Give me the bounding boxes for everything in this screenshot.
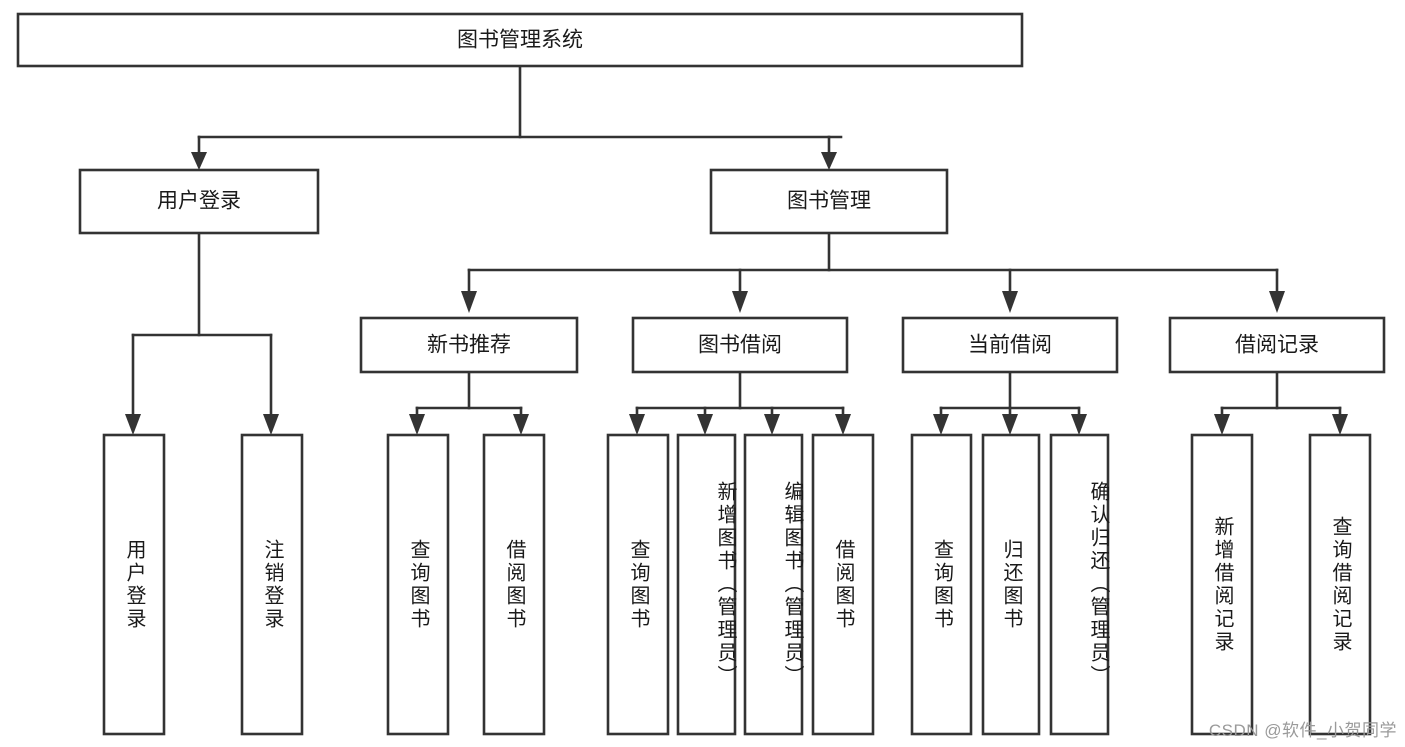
leaf-box-bb-edit-book[interactable] xyxy=(743,433,804,736)
leaf-box-user-login[interactable] xyxy=(102,433,166,736)
node-new-book-recommend-box[interactable] xyxy=(359,316,579,374)
node-book-borrow-label: 图书借阅 xyxy=(698,334,782,357)
arrow-head-bb-add xyxy=(697,414,713,435)
node-new-book-recommend[interactable]: 新书推荐 xyxy=(359,316,579,374)
node-current-borrow[interactable]: 当前借阅 xyxy=(901,316,1119,374)
arrow-head-book-borrow xyxy=(732,291,748,313)
arrow-head-cb-query xyxy=(933,414,949,435)
arrow-head-book-mgmt xyxy=(821,152,837,170)
node-new-book-recommend-label: 新书推荐 xyxy=(427,334,511,357)
leaf-box-cb-confirm-return[interactable] xyxy=(1049,433,1110,736)
connector-group-current-borrow xyxy=(933,370,1087,435)
leaf-box-nbr-query-book[interactable] xyxy=(386,433,450,736)
arrow-head-bb-edit xyxy=(764,414,780,435)
arrow-head-leaf-user-login xyxy=(125,414,141,435)
leaf-box-bb-add-book[interactable] xyxy=(676,433,737,736)
arrow-head-nbr-borrow xyxy=(513,414,529,435)
connector-group-book-mgmt xyxy=(461,231,1285,313)
connector-group-user-login xyxy=(125,231,279,435)
node-user-login-box[interactable] xyxy=(78,168,320,235)
arrow-head-br-add xyxy=(1214,414,1230,435)
arrow-head-bb-borrow xyxy=(835,414,851,435)
leaf-box-cb-return-book[interactable] xyxy=(981,433,1041,736)
node-root[interactable]: 图书管理系统 xyxy=(16,12,1024,68)
node-book-borrow-box[interactable] xyxy=(631,316,849,374)
leaf-box-br-add-record[interactable] xyxy=(1190,433,1254,736)
leaf-box-logout[interactable] xyxy=(240,433,304,736)
node-user-login[interactable]: 用户登录 xyxy=(78,168,320,235)
node-book-management-box[interactable] xyxy=(709,168,949,235)
connector-group-new-book-rec xyxy=(409,370,529,435)
node-book-borrow[interactable]: 图书借阅 xyxy=(631,316,849,374)
node-root-box[interactable] xyxy=(16,12,1024,68)
leaf-box-nbr-borrow-book[interactable] xyxy=(482,433,546,736)
leaf-box-br-query-record[interactable] xyxy=(1308,433,1372,736)
node-current-borrow-box[interactable] xyxy=(901,316,1119,374)
connector-group-borrow-record xyxy=(1214,370,1348,435)
csdn-watermark: CSDN @软件_小贺同学 xyxy=(1208,721,1397,740)
arrow-head-cb-confirm xyxy=(1071,414,1087,435)
leaf-box-cb-query-book[interactable] xyxy=(910,433,973,736)
leaf-box-bb-query-book[interactable] xyxy=(606,433,670,736)
node-root-label: 图书管理系统 xyxy=(457,29,583,52)
arrow-head-cb-return xyxy=(1002,414,1018,435)
arrow-head-nbr-query xyxy=(409,414,425,435)
arrow-head-current-borrow xyxy=(1002,291,1018,313)
connector-group-book-borrow xyxy=(629,370,851,435)
arrow-head-br-query xyxy=(1332,414,1348,435)
arrow-head-bb-query xyxy=(629,414,645,435)
connector-group-root xyxy=(191,64,843,170)
node-borrow-record-label: 借阅记录 xyxy=(1235,334,1319,357)
node-current-borrow-label: 当前借阅 xyxy=(968,334,1052,357)
node-book-management-label: 图书管理 xyxy=(787,190,871,213)
node-user-login-label: 用户登录 xyxy=(157,190,241,213)
node-borrow-record[interactable]: 借阅记录 xyxy=(1168,316,1386,374)
arrow-head-user-login xyxy=(191,152,207,170)
arrow-head-borrow-record xyxy=(1269,291,1285,313)
arrow-head-leaf-logout xyxy=(263,414,279,435)
leaf-box-bb-borrow-book[interactable] xyxy=(811,433,875,736)
node-borrow-record-box[interactable] xyxy=(1168,316,1386,374)
arrow-head-new-book-rec xyxy=(461,291,477,313)
node-book-management[interactable]: 图书管理 xyxy=(709,168,949,235)
